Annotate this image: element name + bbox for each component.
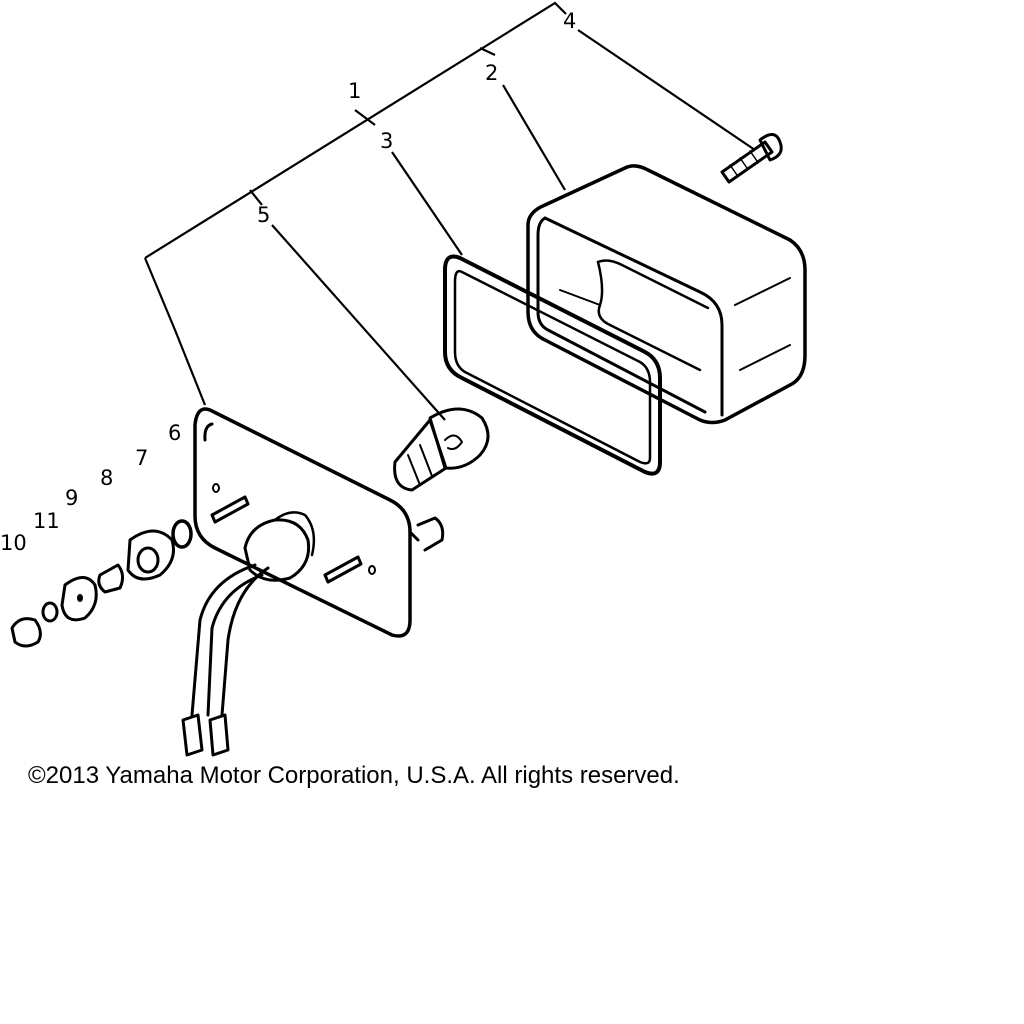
callout-8: 8 (100, 466, 113, 490)
lens-housing (526, 164, 807, 425)
callout-9: 9 (65, 486, 78, 510)
callout-labels: 1 2 3 4 5 6 7 8 9 10 11 (0, 9, 576, 555)
callout-1: 1 (348, 79, 361, 103)
callout-6: 6 (168, 421, 181, 445)
bulb (393, 407, 490, 492)
callout-7: 7 (135, 446, 148, 470)
callout-4: 4 (563, 9, 576, 33)
callout-10: 10 (0, 531, 27, 555)
screw (720, 133, 783, 184)
leader-lines (143, 1, 756, 421)
callout-2: 2 (485, 61, 498, 85)
callout-5: 5 (257, 203, 270, 227)
callout-3: 3 (380, 129, 393, 153)
base-plate (181, 407, 445, 757)
fastener-stack (10, 519, 193, 648)
callout-11: 11 (33, 509, 60, 533)
gasket (443, 254, 662, 476)
copyright-notice: ©2013 Yamaha Motor Corporation, U.S.A. A… (28, 762, 680, 789)
